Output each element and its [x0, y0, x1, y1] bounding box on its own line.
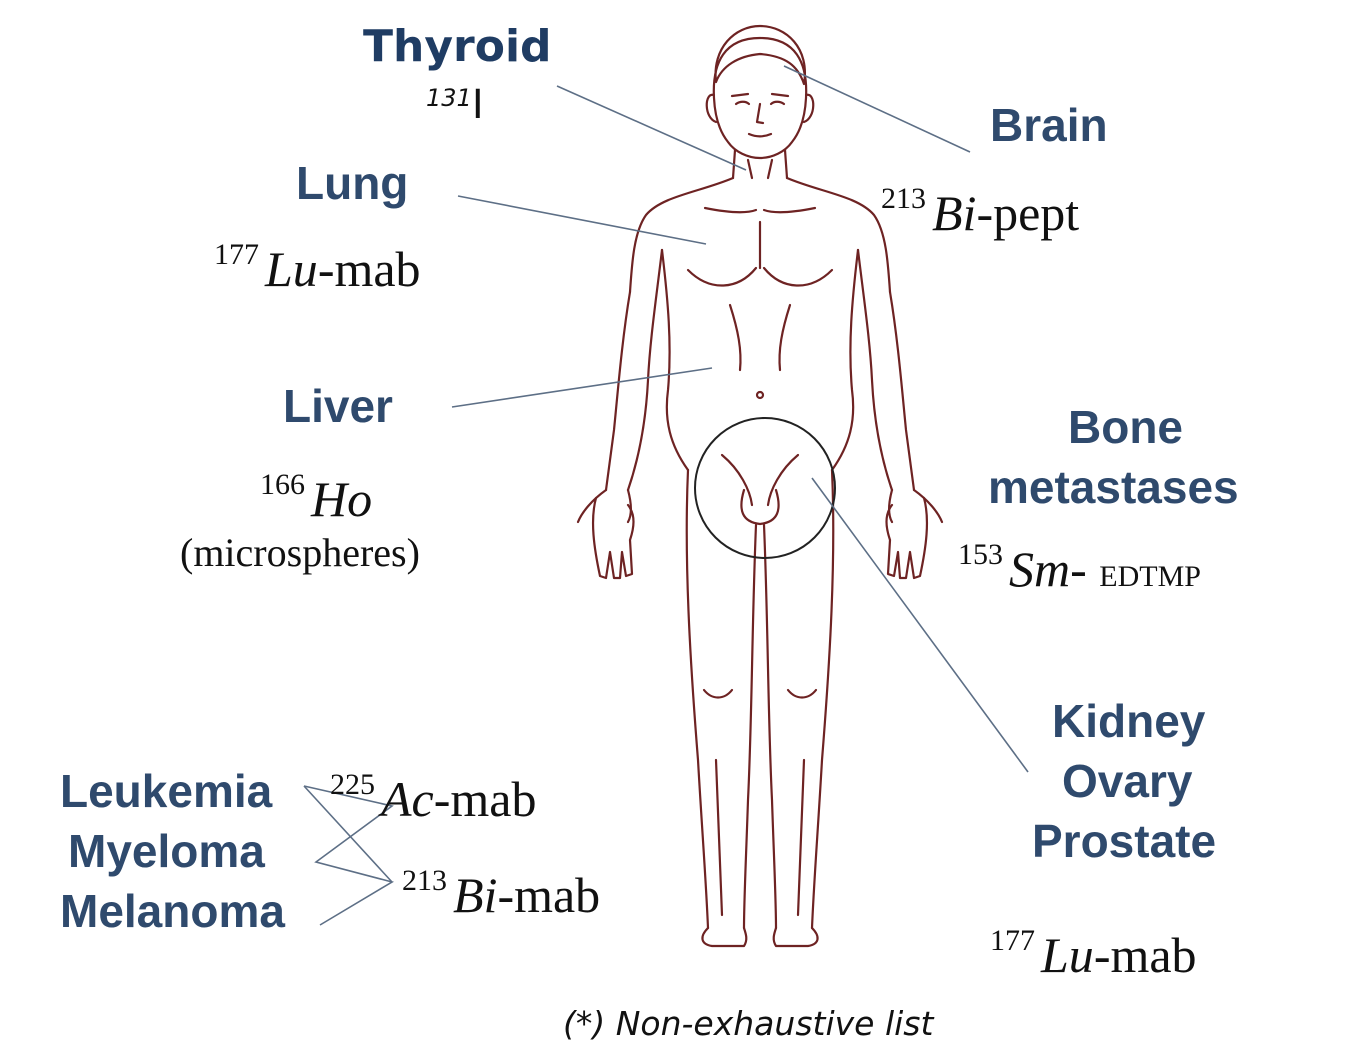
melanoma-label: Melanoma [60, 888, 285, 934]
lung-pointer [458, 196, 706, 244]
actinium-isotope-suffix: -mab [434, 771, 537, 827]
lung-isotope-element: Lu [265, 241, 318, 297]
actinium-isotope-element: Ac [381, 771, 434, 827]
myeloma-label: Myeloma [68, 828, 265, 874]
male-body-front-icon [578, 26, 942, 946]
liver-label: Liver [283, 383, 393, 429]
brain-isotope-mass: 213 [881, 182, 926, 215]
bone-isotope-element: Sm [1009, 541, 1070, 597]
liver-pointer [452, 368, 712, 407]
brain-label: Brain [990, 102, 1108, 148]
bismuth-isotope-mass: 213 [402, 864, 447, 897]
kidney-pointer [812, 478, 1028, 772]
thyroid-pointer [557, 86, 746, 170]
bone-isotope-suffix: - [1070, 541, 1099, 597]
bone-label-line2: metastases [988, 464, 1239, 510]
actinium-isotope-mass: 225 [330, 768, 375, 801]
thyroid-isotope-mass: 131 [426, 84, 472, 112]
kidney-isotope-suffix: -mab [1094, 927, 1197, 983]
thyroid-isotope: 131I [426, 82, 484, 128]
footnote: (*) Non-exhaustive list [563, 1004, 933, 1043]
thyroid-label: Thyroid [363, 25, 552, 69]
leukemia-label: Leukemia [60, 768, 272, 814]
kidney-isotope-mass: 177 [990, 924, 1035, 957]
bone-isotope-compound: EDTMP [1099, 560, 1201, 593]
bismuth-isotope-suffix: -mab [497, 867, 600, 923]
ovary-label: Ovary [1062, 758, 1192, 804]
lung-label: Lung [296, 160, 408, 206]
lung-isotope-mass: 177 [214, 238, 259, 271]
kidney-isotope-element: Lu [1041, 927, 1094, 983]
brain-isotope-element: Bi [932, 185, 976, 241]
bone-label-line1: Bone [1068, 404, 1183, 450]
liver-isotope-element: Ho [311, 471, 372, 527]
prostate-label: Prostate [1032, 818, 1216, 864]
liver-isotope-note: (microspheres) [180, 533, 420, 573]
liver-isotope-mass: 166 [260, 468, 305, 501]
kidney-label: Kidney [1052, 698, 1205, 744]
thyroid-isotope-element: I [472, 82, 484, 128]
bone-isotope-mass: 153 [958, 538, 1003, 571]
bismuth-isotope-element: Bi [453, 867, 497, 923]
brain-isotope-suffix: -pept [976, 185, 1079, 241]
lung-isotope-suffix: -mab [318, 241, 421, 297]
